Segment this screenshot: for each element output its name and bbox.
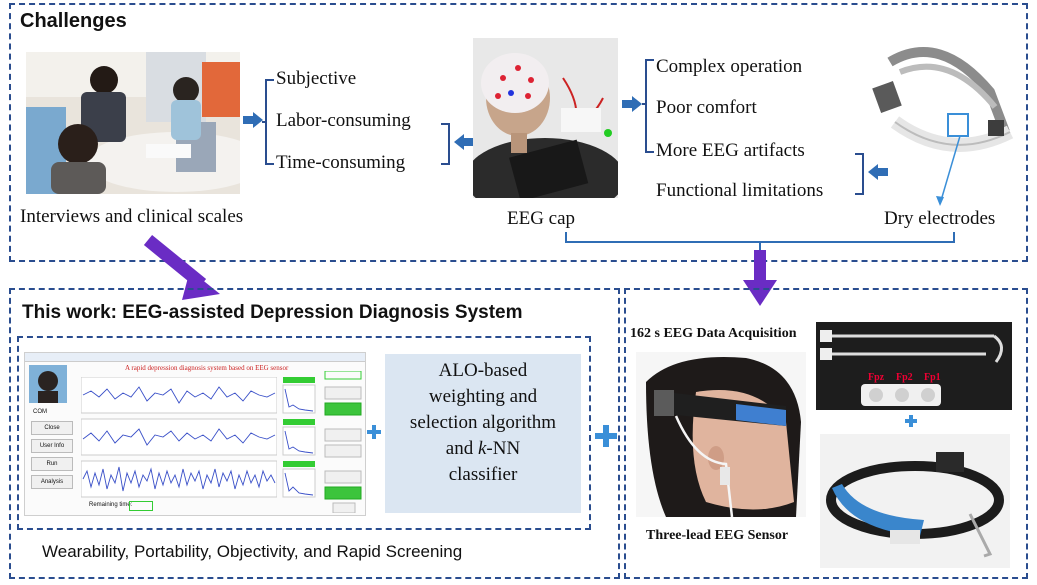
this-work-panel <box>9 288 620 579</box>
bracket-icon <box>642 59 654 153</box>
electrode-label-fp2: Fp2 <box>896 372 913 383</box>
sensor-panel <box>624 288 1028 579</box>
eeg-cap-photo <box>473 38 618 198</box>
user-info-button[interactable]: User Info <box>31 439 73 453</box>
algorithm-line-1: ALO-based <box>438 360 528 381</box>
features-caption: Wearability, Portability, Objectivity, a… <box>42 542 463 561</box>
subject-avatar <box>29 365 67 403</box>
dry-electrodes-caption: Dry electrodes <box>884 208 996 229</box>
electrode-strip-photo <box>816 322 1012 410</box>
arrow-diagonal-icon <box>143 234 220 300</box>
com-label: COM <box>33 409 47 415</box>
plus-icon <box>905 415 917 427</box>
challenges-panel <box>9 3 1028 262</box>
eeg-trace-panel <box>81 377 277 498</box>
issue-functional: Functional limitations <box>656 180 824 201</box>
sensor-caption: Three-lead EEG Sensor <box>646 528 789 543</box>
spectrum-panel <box>282 377 316 498</box>
plus-icon <box>595 425 617 447</box>
bracket-icon <box>262 79 274 165</box>
issue-comfort: Poor comfort <box>656 97 757 118</box>
issue-complex: Complex operation <box>656 56 803 77</box>
algorithm-line-3: selection algorithm <box>409 412 557 433</box>
eeg-cap-caption: EEG cap <box>507 208 576 229</box>
close-button[interactable]: Close <box>31 421 73 435</box>
arrow-left-icon <box>454 134 474 150</box>
interviews-caption: Interviews and clinical scales <box>20 206 244 227</box>
issue-subjective: Subjective <box>276 68 357 89</box>
feature-buttons <box>324 371 362 513</box>
software-screenshot: A rapid depression diagnosis system base… <box>24 352 366 516</box>
arrow-down-icon <box>743 250 777 306</box>
this-work-title: This work: EEG-assisted Depression Diagn… <box>22 302 523 323</box>
remaining-time-label: Remaining time: <box>89 502 133 508</box>
run-button[interactable]: Run <box>31 457 73 471</box>
dry-electrode-headset <box>870 32 1020 208</box>
electrode-label-fpz: Fpz <box>868 372 885 383</box>
algorithm-box: ALO-based weighting and selection algori… <box>385 354 581 513</box>
bracket-icon <box>855 153 864 195</box>
algorithm-line-5: classifier <box>448 464 518 485</box>
bracket-icon <box>441 123 450 165</box>
issue-artifacts: More EEG artifacts <box>656 140 805 161</box>
arrow-left-icon <box>868 164 888 180</box>
acquisition-title: 162 s EEG Data Acquisition <box>630 326 797 341</box>
issue-labor: Labor-consuming <box>276 110 411 131</box>
knn-k: k <box>477 438 487 459</box>
algorithm-line-4: and k-NN <box>445 438 521 459</box>
arrow-right-icon <box>243 112 263 128</box>
plus-icon <box>367 425 381 439</box>
analysis-button[interactable]: Analysis <box>31 475 73 489</box>
algorithm-line-2: weighting and <box>428 386 538 407</box>
system-subpanel <box>17 336 591 530</box>
headband-photo <box>820 434 1010 568</box>
interview-photo <box>26 52 240 194</box>
remaining-time-field <box>129 501 153 511</box>
challenges-title: Challenges <box>20 10 127 32</box>
subject-wearing-sensor <box>636 352 806 517</box>
issue-time: Time-consuming <box>276 152 406 173</box>
arrow-right-icon <box>622 96 642 112</box>
electrode-label-fp1: Fp1 <box>924 372 941 383</box>
software-title: A rapid depression diagnosis system base… <box>125 364 289 372</box>
